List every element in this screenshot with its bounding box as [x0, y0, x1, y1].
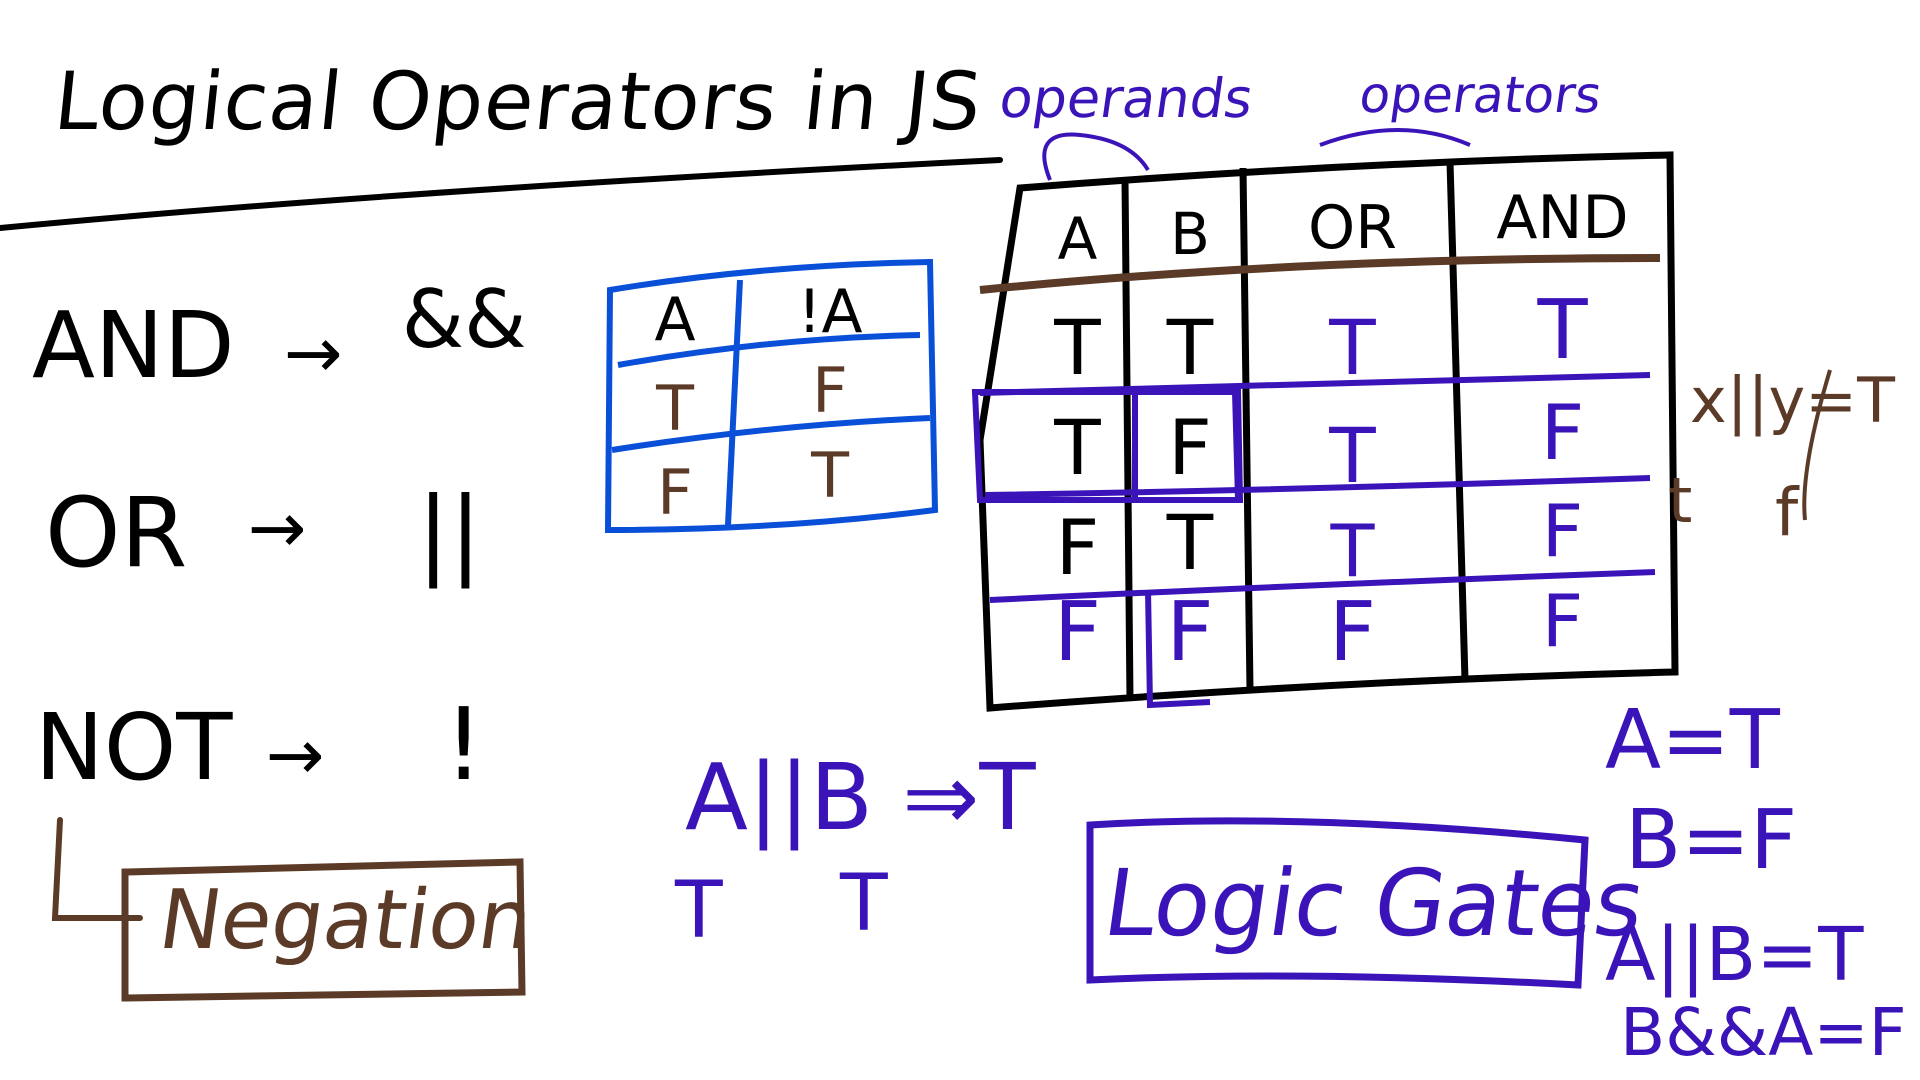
col-highlight [1145, 589, 1211, 709]
truth-table-cell: T [1054, 403, 1101, 492]
operator-and-symbol: && [401, 273, 527, 366]
not-table-frame [604, 258, 939, 534]
not-table-cell: T [656, 372, 694, 445]
side-note-curve [1802, 369, 1832, 521]
not-table-header-a: A [654, 285, 696, 355]
truth-table-col2 [1239, 167, 1254, 691]
truth-table-row-line3 [989, 569, 1656, 603]
operator-or-symbol: || [416, 477, 482, 589]
arrow-icon: → [265, 714, 325, 796]
side-note-expr: x||y=T [1690, 364, 1895, 437]
title-underline [0, 157, 1003, 231]
truth-table-cell: F [1328, 585, 1377, 680]
assignment-or: A||B=T [1605, 912, 1864, 998]
not-table-cell: F [812, 354, 848, 427]
operator-not-symbol: ! [443, 686, 484, 803]
truth-table-row-line2 [984, 475, 1651, 498]
truth-table-cell: F [1540, 388, 1585, 477]
truth-table-cell: T [1329, 411, 1376, 500]
operators-annotation: operators [1355, 66, 1606, 124]
example-value-a: T [675, 866, 723, 956]
not-table-cell: T [811, 439, 849, 512]
assignment-a: A=T [1605, 693, 1780, 788]
negation-label: Negation [153, 873, 538, 968]
truth-table-cell: F [1053, 585, 1102, 680]
not-table-header-not-a: !A [797, 277, 863, 347]
cell-highlight-box [1132, 389, 1244, 503]
page-title: Logical Operators in JS [50, 55, 987, 148]
operator-and-name: AND [32, 292, 235, 399]
assignment-b: B=F [1625, 793, 1798, 888]
truth-table-cell: T [1166, 498, 1214, 587]
operator-or: OR → || [45, 485, 482, 581]
truth-table-header-b: B [1170, 200, 1210, 268]
arrow-icon: → [247, 487, 307, 569]
truth-table-cell: F [1166, 585, 1214, 680]
truth-table-cell: F [1168, 403, 1212, 492]
truth-table-cell: F [1541, 489, 1584, 573]
not-table-cell: F [657, 456, 693, 529]
operator-or-name: OR [45, 477, 188, 589]
negation-box [121, 858, 526, 1002]
not-table-divider-v [725, 279, 743, 526]
operands-annotation: operands [995, 67, 1257, 130]
truth-table-cell: T [1329, 303, 1376, 392]
truth-table-cell: T [1330, 509, 1375, 593]
operator-and: AND → && [32, 280, 527, 394]
not-table-divider-h2 [611, 415, 931, 453]
truth-table-cell: T [1537, 283, 1588, 378]
not-table-divider-h1 [617, 332, 921, 368]
logic-gates-box [1086, 817, 1589, 989]
truth-table-header-a: A [1057, 205, 1098, 273]
operator-not: NOT → ! [35, 695, 484, 795]
logic-gates-label: Logic Gates [1097, 850, 1651, 957]
truth-table-cell: F [1055, 503, 1100, 592]
truth-table-cell: F [1541, 579, 1584, 663]
negation-pointer [51, 817, 143, 921]
arrow-icon: → [283, 312, 343, 394]
example-expression: A||B ⇒T [685, 744, 1036, 851]
truth-table-frame [976, 151, 1679, 712]
truth-table-header-and: AND [1496, 183, 1629, 253]
truth-table-header-line [979, 254, 1661, 294]
truth-table-col1 [1121, 179, 1134, 701]
assignment-and: B&&A=F [1620, 994, 1907, 1071]
truth-table-cell: T [1054, 303, 1101, 392]
side-note-val-f: f [1775, 474, 1799, 551]
truth-table-header-or: OR [1308, 193, 1397, 263]
operands-arrow [1042, 132, 1150, 181]
example-value-b: T [840, 859, 888, 949]
truth-table-col3 [1446, 161, 1469, 681]
truth-table-cell: T [1166, 303, 1214, 392]
side-note-val-t: t [1668, 464, 1693, 537]
operator-not-name: NOT [35, 694, 233, 801]
operators-arrow [1319, 128, 1471, 147]
